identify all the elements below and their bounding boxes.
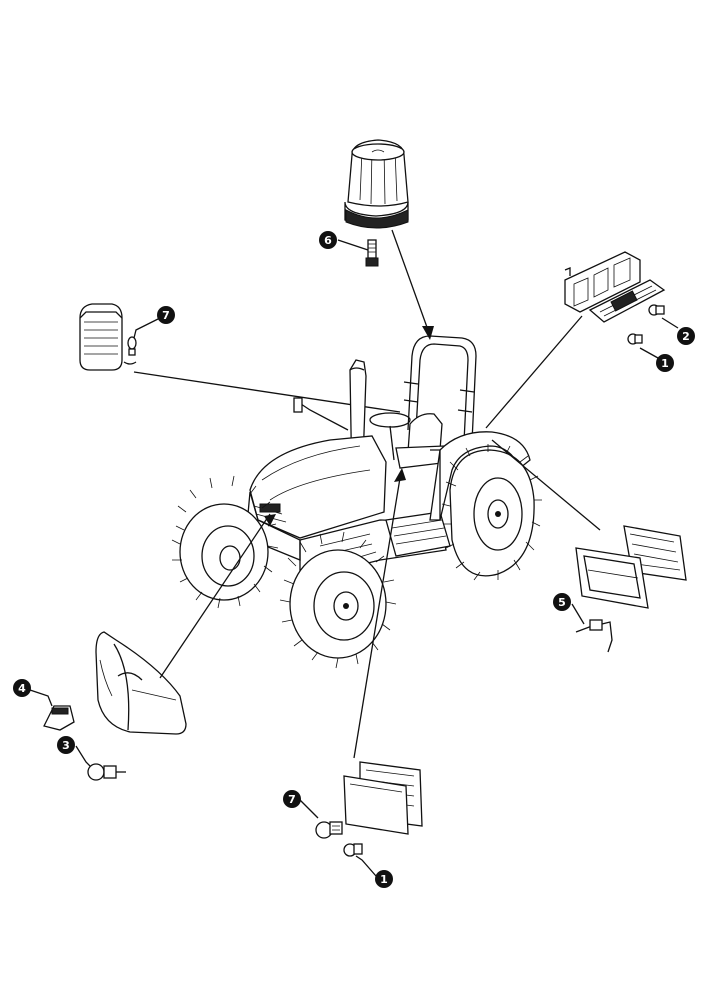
side-work-lamp [79,303,123,371]
work-lamp-bulb-5 [575,619,613,653]
beacon-bulb-6 [365,239,379,267]
rear-wheel [441,444,542,581]
callout-7-top: 7 [157,306,175,324]
tractor-body [247,335,531,581]
callout-7-bottom: 7 [283,790,301,808]
callout-6: 6 [319,231,337,249]
headlamp-bulb-3 [87,763,126,781]
rear-bulb-1 [627,333,643,345]
front-right-wheel [279,531,397,669]
svg-text:1: 1 [661,357,669,370]
rear-light-lens [588,279,666,323]
headlamp-leader-line [159,513,271,679]
svg-text:2: 2 [682,330,690,343]
front-indicator-lamp [343,761,423,835]
rear-light-leader-line [485,315,583,429]
svg-text:1: 1 [380,873,388,886]
side-lamp-bulb-7 [123,336,137,365]
svg-text:7: 7 [162,309,170,322]
rotating-beacon [344,139,409,229]
headlamp-arrow [264,514,276,526]
headlamp-bulb-4 [43,705,75,731]
indicator-leader-line [353,477,401,759]
front-left-wheel [171,475,279,609]
svg-text:4: 4 [18,682,26,695]
rear-work-lamp-lens [575,547,649,609]
svg-text:7: 7 [288,793,296,806]
svg-text:3: 3 [62,739,70,752]
beacon-arrow [422,326,434,340]
callout-5: 5 [553,593,571,611]
callout-1-bottom: 1 [375,870,393,888]
svg-text:5: 5 [558,596,566,609]
rear-light-housing [564,251,641,313]
indicator-bulb-7 [315,821,343,839]
callout-2: 2 [677,327,695,345]
indicator-bulb-1 [343,843,363,857]
callout-leaders [29,239,679,877]
indicator-arrow [394,468,406,482]
work-lamp-leader-line [491,439,601,531]
svg-text:6: 6 [324,234,332,247]
callout-1-top: 1 [656,354,674,372]
front-headlamp [95,631,187,735]
rear-bulb-2 [648,304,665,316]
beacon-leader-line [391,229,429,331]
callout-3: 3 [57,736,75,754]
callout-4: 4 [13,679,31,697]
